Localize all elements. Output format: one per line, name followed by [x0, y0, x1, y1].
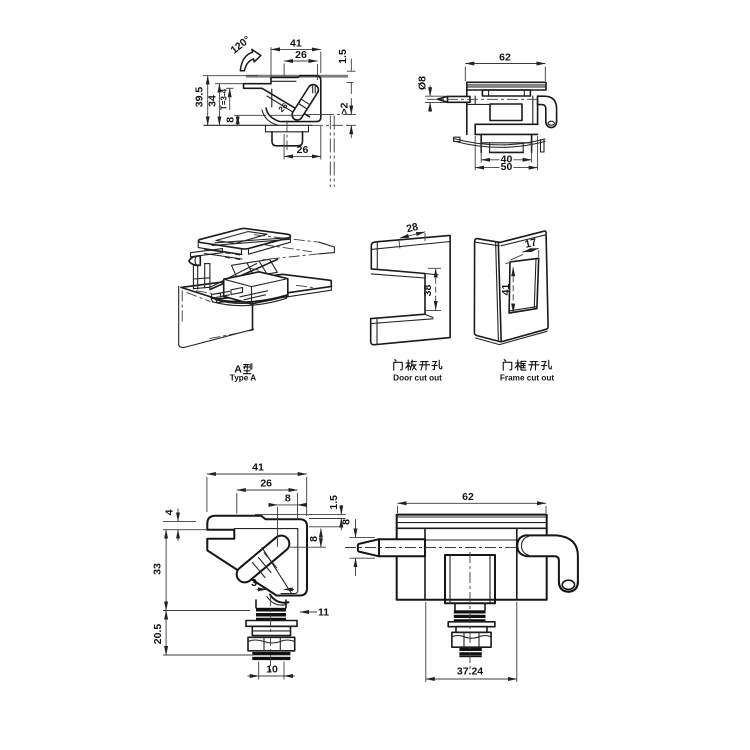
svg-text:Door cut out: Door cut out: [393, 374, 442, 383]
svg-text:62: 62: [499, 51, 511, 63]
svg-text:20.5: 20.5: [152, 624, 164, 645]
svg-text:39.5: 39.5: [193, 87, 205, 108]
svg-text:50: 50: [501, 161, 513, 173]
svg-text:1.5: 1.5: [337, 49, 349, 64]
svg-text:8: 8: [225, 117, 237, 123]
svg-text:1.5: 1.5: [328, 495, 340, 510]
svg-text:34: 34: [206, 95, 218, 107]
svg-text:41: 41: [290, 37, 302, 49]
svg-text:28: 28: [405, 221, 419, 236]
svg-text:38: 38: [422, 285, 434, 297]
svg-text:41: 41: [252, 462, 264, 474]
svg-text:33: 33: [151, 563, 163, 575]
svg-text:T=3-4: T=3-4: [220, 88, 229, 110]
svg-text:40: 40: [501, 153, 513, 165]
svg-text:26: 26: [295, 49, 307, 61]
svg-text:26: 26: [260, 478, 272, 490]
svg-text:8: 8: [285, 493, 291, 505]
svg-text:Frame cut out: Frame cut out: [500, 374, 554, 383]
svg-text:17: 17: [524, 236, 538, 250]
svg-text:26: 26: [297, 144, 309, 156]
svg-text:Ø8: Ø8: [417, 76, 429, 90]
svg-text:8: 8: [341, 519, 353, 525]
svg-text:11: 11: [318, 607, 329, 619]
svg-text:Type A: Type A: [230, 374, 256, 383]
svg-text:>2: >2: [339, 102, 351, 114]
svg-text:A: A: [234, 364, 242, 376]
svg-text:41: 41: [500, 284, 512, 296]
svg-text:10: 10: [266, 664, 278, 676]
svg-text:37.24: 37.24: [457, 666, 483, 678]
svg-text:4: 4: [164, 509, 176, 515]
svg-text:62: 62: [462, 491, 474, 503]
svg-text:8: 8: [308, 536, 320, 542]
svg-text:3: 3: [251, 577, 257, 589]
